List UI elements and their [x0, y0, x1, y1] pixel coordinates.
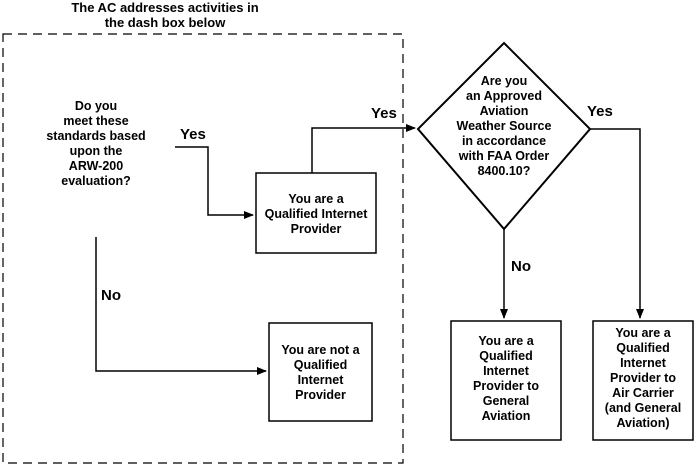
connector-yes-to-qualified [175, 146, 254, 219]
header-text: The AC addresses activities in the dash … [20, 0, 310, 30]
carrier-line: Air Carrier [612, 386, 674, 400]
general-line: Provider to [473, 379, 539, 393]
question-2-text: Are you an Approved Aviation Weather Sou… [444, 74, 564, 179]
q1-line: Do you [74, 99, 118, 113]
qualified-box-text: You are a Qualified Internet Provider [256, 192, 376, 237]
carrier-line: (and General [604, 401, 682, 415]
not-qualified-line: Qualified [293, 358, 348, 372]
not-qualified-box-text: You are not a Qualified Internet Provide… [269, 343, 372, 403]
connector-qualified-to-diamond [311, 124, 416, 173]
no-label-question-1: No [101, 287, 121, 304]
no-label-diamond-down: No [511, 258, 531, 275]
carrier-line: Aviation) [616, 416, 670, 430]
q2-line: with FAA Order [458, 149, 550, 163]
q2-line: Aviation [479, 104, 529, 118]
question-1-text: Do you meet these standards based upon t… [30, 99, 162, 189]
qualified-line: Qualified Internet [264, 207, 368, 221]
q1-line: ARW-200 [68, 159, 124, 173]
q1-line: evaluation? [61, 174, 131, 188]
q1-line: standards based [46, 129, 146, 143]
q2-line: in accordance [461, 134, 547, 148]
q2-line: Weather Source [456, 119, 552, 133]
general-line: Internet [483, 364, 529, 378]
general-aviation-box [450, 320, 562, 441]
carrier-line: You are a [615, 326, 671, 340]
air-carrier-box [592, 320, 694, 441]
carrier-line: Internet [620, 356, 666, 370]
not-qualified-line: Provider [295, 388, 346, 402]
qualified-line: You are a [288, 192, 344, 206]
yes-label-question-1: Yes [180, 126, 206, 143]
not-qualified-line: Internet [297, 373, 344, 387]
q2-line: Are you [480, 74, 528, 88]
yes-label-diamond-right: Yes [587, 103, 613, 120]
dashed-scope-box [2, 33, 404, 464]
carrier-line: Provider to [610, 371, 676, 385]
q1-line: meet these [63, 114, 129, 128]
carrier-line: Qualified [616, 341, 670, 355]
header-line-1: The AC addresses activities in [71, 0, 259, 15]
not-qualified-box [268, 322, 373, 422]
q2-line: 8400.10? [477, 164, 531, 178]
general-line: You are a [478, 334, 534, 348]
q1-line: upon the [69, 144, 123, 158]
general-line: Qualified [479, 349, 533, 363]
q2-line: an Approved [466, 89, 542, 103]
connector-diamond-yes [590, 128, 644, 319]
general-line: Aviation [481, 409, 531, 423]
header-line-2: the dash box below [104, 15, 226, 30]
air-carrier-box-text: You are a Qualified Internet Provider to… [593, 326, 693, 431]
general-line: General [482, 394, 530, 408]
qualified-line: Provider [290, 222, 342, 236]
yes-label-to-diamond: Yes [371, 105, 397, 122]
qualified-provider-box [255, 172, 377, 254]
not-qualified-line: You are not a [281, 343, 360, 357]
connector-no-to-not-qualified [95, 237, 267, 375]
general-aviation-box-text: You are a Qualified Internet Provider to… [451, 334, 561, 424]
